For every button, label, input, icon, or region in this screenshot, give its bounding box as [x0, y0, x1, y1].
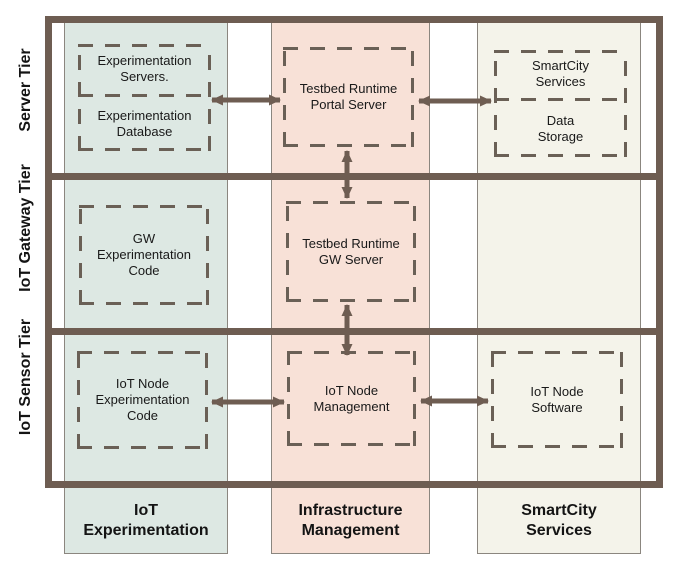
diagram-outer-frame — [45, 16, 663, 488]
box-smartcity-services-data-storage: SmartCity Services Data Storage — [494, 50, 627, 157]
box-experimentation-servers: Experimentation Servers. — [97, 53, 192, 84]
box-smartcity-services: SmartCity Services — [531, 58, 590, 89]
tier-label-iot-gateway: IoT Gateway Tier — [17, 164, 34, 292]
box-data-storage: Data Storage — [537, 113, 584, 144]
legend-smartcity-services: SmartCity Services — [521, 502, 597, 539]
box-testbed-runtime-gw-server: Testbed Runtime GW Server — [286, 201, 416, 302]
tier-divider-server-gateway — [52, 173, 656, 180]
legend-infrastructure-management: Infrastructure Management — [298, 502, 403, 539]
box-iot-node-experimentation-code: IoT Node Experimentation Code — [77, 351, 208, 449]
legend-iot-experimentation: IoT Experimentation — [83, 502, 209, 539]
box-divider-experimentation — [78, 94, 211, 97]
box-gw-experimentation-code: GW Experimentation Code — [79, 205, 209, 305]
box-iot-node-software: IoT Node Software — [491, 351, 623, 448]
box-iot-node-management: IoT Node Management — [287, 351, 416, 446]
tier-label-iot-sensor: IoT Sensor Tier — [17, 318, 34, 436]
tier-label-server: Server Tier — [17, 48, 34, 132]
box-testbed-runtime-portal-server: Testbed Runtime Portal Server — [283, 47, 414, 147]
tier-divider-gateway-sensor — [52, 328, 656, 335]
box-experimentation-database: Experimentation Database — [97, 108, 192, 139]
box-divider-smartcity — [494, 98, 627, 101]
box-experimentation-servers-database: Experimentation Servers. Experimentation… — [78, 44, 211, 151]
